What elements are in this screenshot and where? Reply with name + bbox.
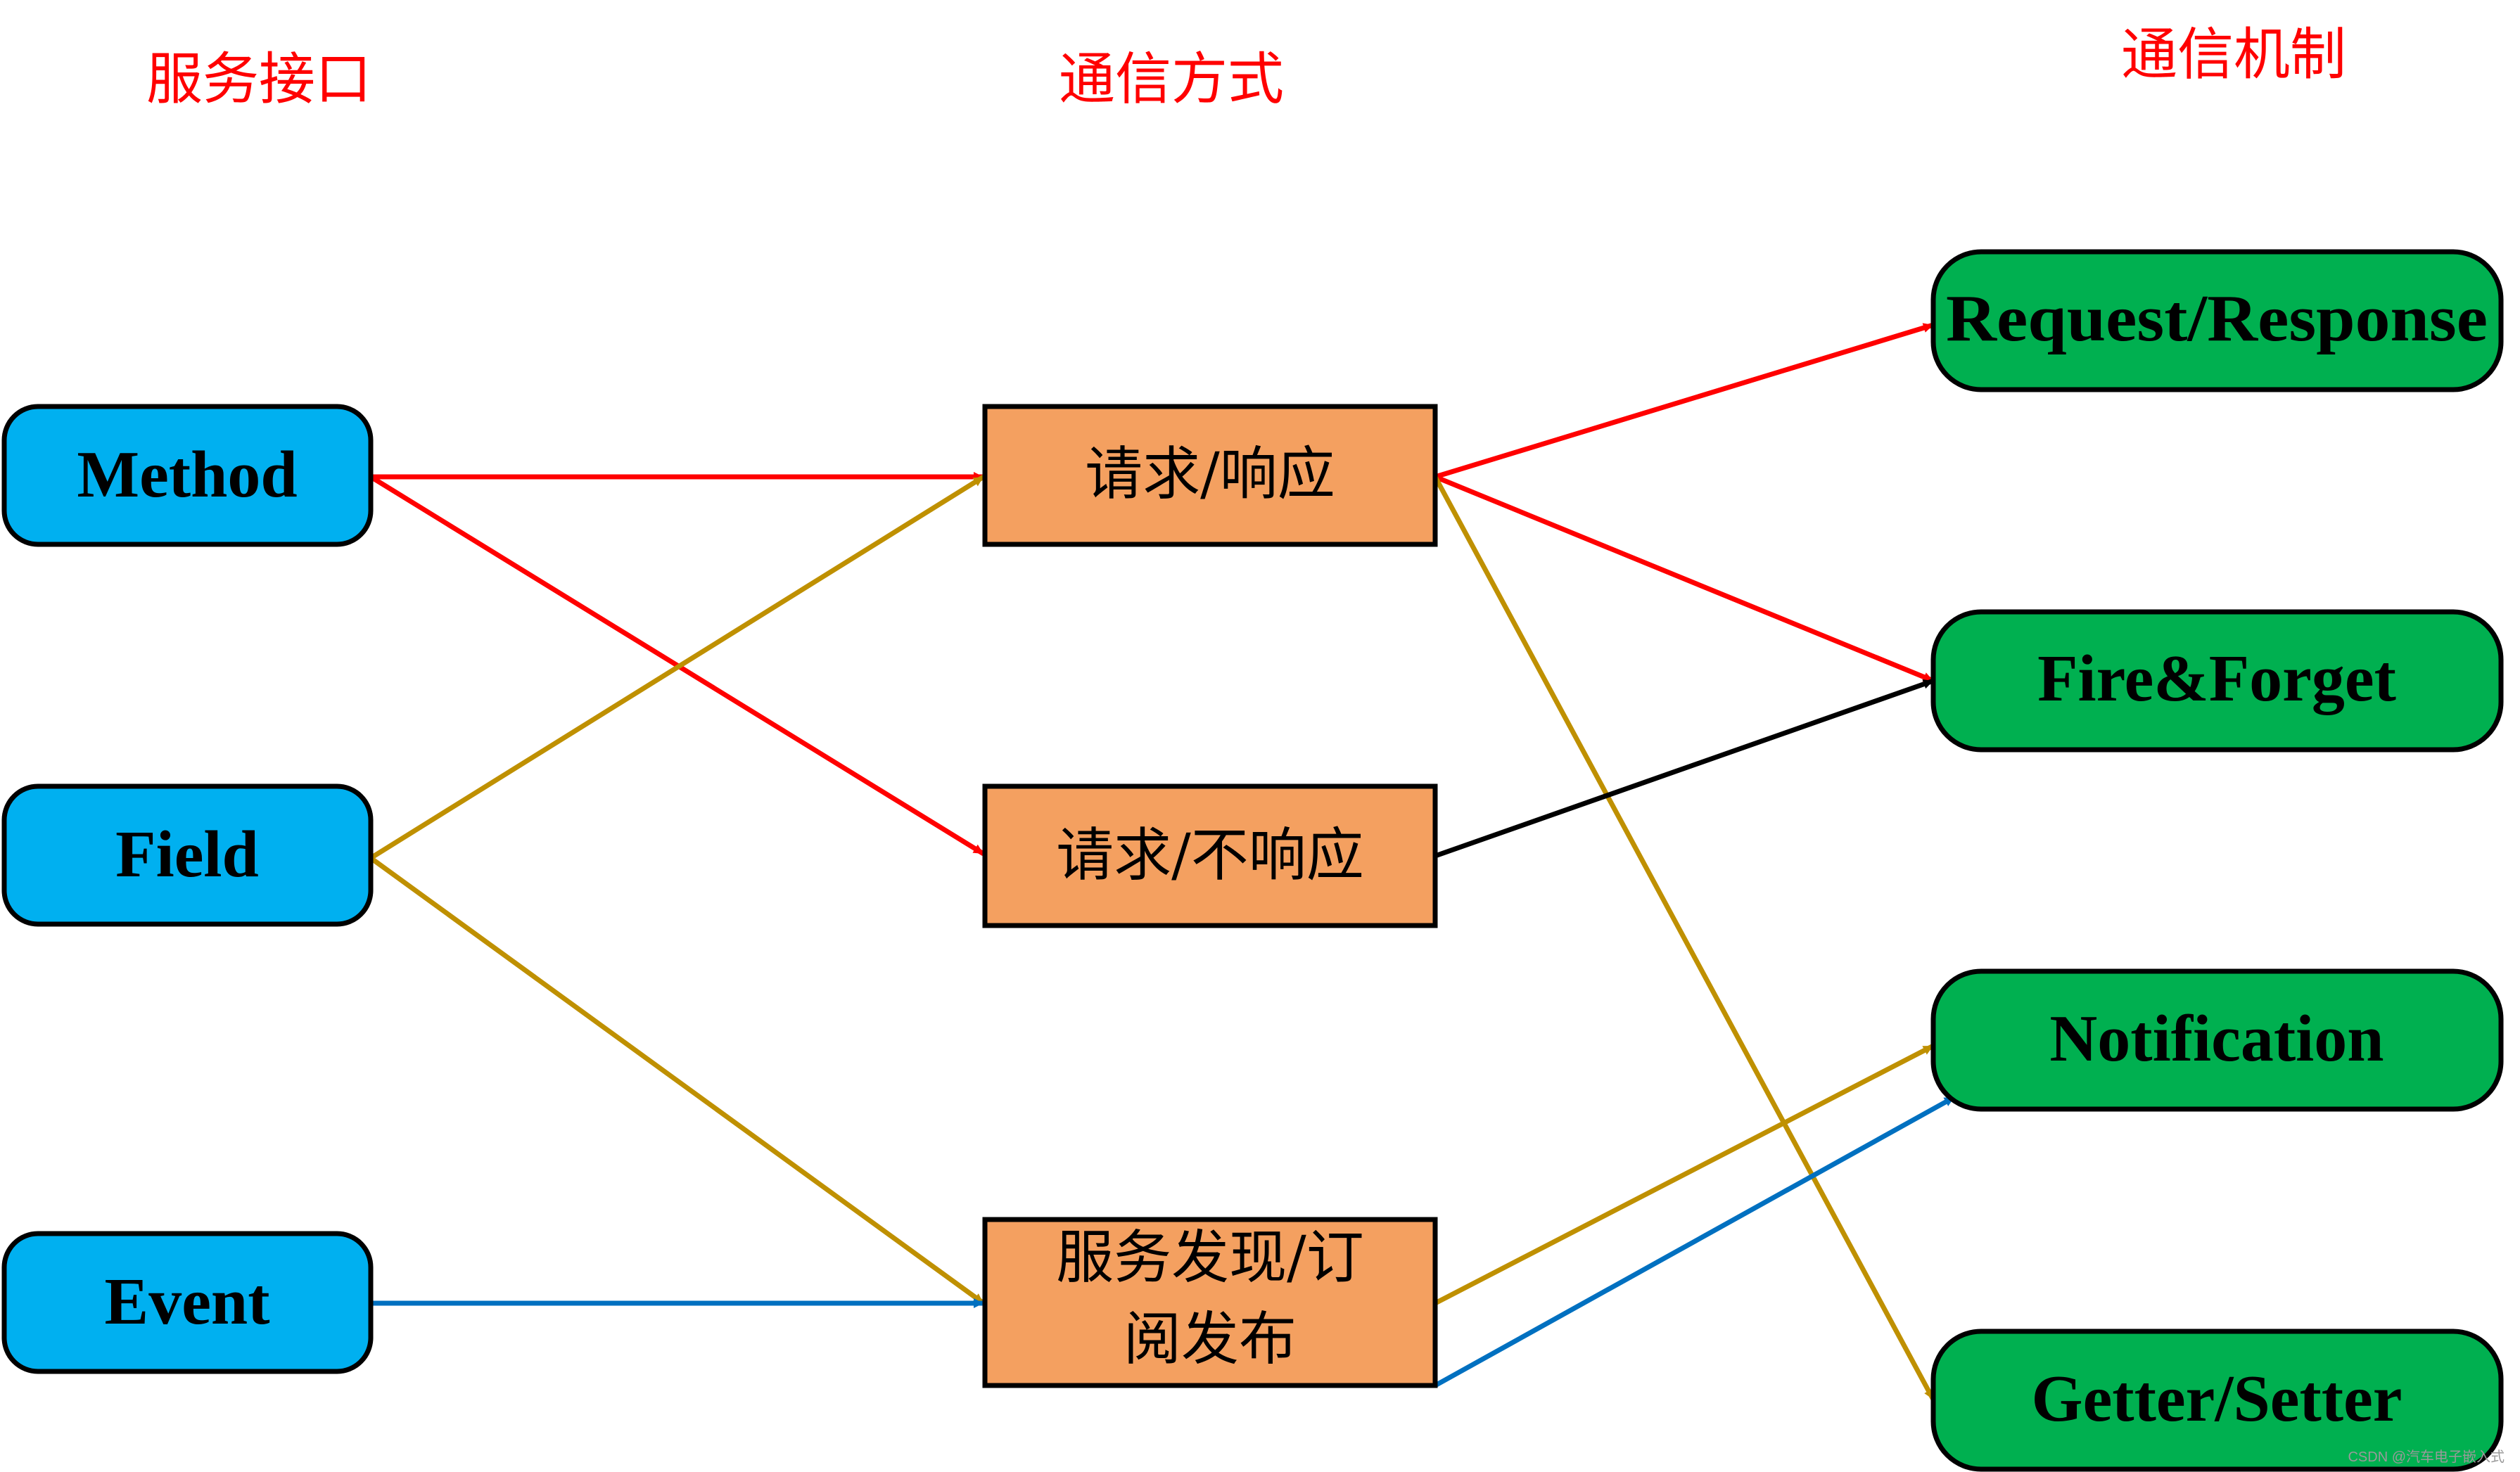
node-service-discovery: 服务发现/订 阅发布 [982, 1217, 1438, 1388]
node-req-resp-label: 请求/响应 [1085, 441, 1335, 508]
node-method: Method [1, 404, 374, 547]
edge-req-resp-to-request-response [1434, 322, 1935, 480]
edge-req-noresp-to-fire-forget [1434, 678, 1935, 859]
node-getter-setter: Getter/Setter [1930, 1329, 2504, 1472]
header-service-interface: 服务接口 [146, 46, 371, 112]
node-method-label: Method [77, 438, 297, 511]
node-field-label: Field [115, 818, 259, 891]
edge-field-to-req-resp [369, 475, 985, 860]
node-req-noresp: 请求/不响应 [982, 783, 1438, 928]
edge-req-resp-to-getter-setter [1432, 475, 1936, 1401]
node-req-resp: 请求/响应 [982, 404, 1438, 547]
node-notification: Notification [1930, 968, 2504, 1112]
watermark-text: CSDN @汽车电子嵌入式 [2348, 1449, 2505, 1465]
node-fire-forget: Fire&Forget [1930, 609, 2504, 753]
node-notification-label: Notification [2049, 1002, 2384, 1075]
edge-field-to-service-discovery [369, 856, 986, 1305]
connectors [369, 322, 1956, 1401]
edge-sd-to-notification-blue [1434, 1094, 1956, 1388]
node-getter-setter-label: Getter/Setter [2031, 1362, 2402, 1435]
edge-req-resp-to-fire-forget [1434, 474, 1935, 684]
node-sd-label-line1: 服务发现/订 [1056, 1224, 1364, 1291]
header-comm-mechanism: 通信机制 [2121, 22, 2346, 87]
node-fire-forget-label: Fire&Forget [2037, 642, 2396, 715]
edge-sd-to-notification-gold [1434, 1043, 1935, 1306]
node-req-noresp-label: 请求/不响应 [1056, 822, 1364, 889]
node-field: Field [1, 783, 374, 927]
node-sd-label-line2: 阅发布 [1124, 1306, 1297, 1373]
node-request-response-label: Request/Response [1946, 282, 2488, 355]
header-comm-method: 通信方式 [1059, 46, 1284, 112]
node-request-response: Request/Response [1930, 249, 2504, 392]
node-event-label: Event [105, 1265, 270, 1338]
node-event: Event [1, 1231, 374, 1374]
